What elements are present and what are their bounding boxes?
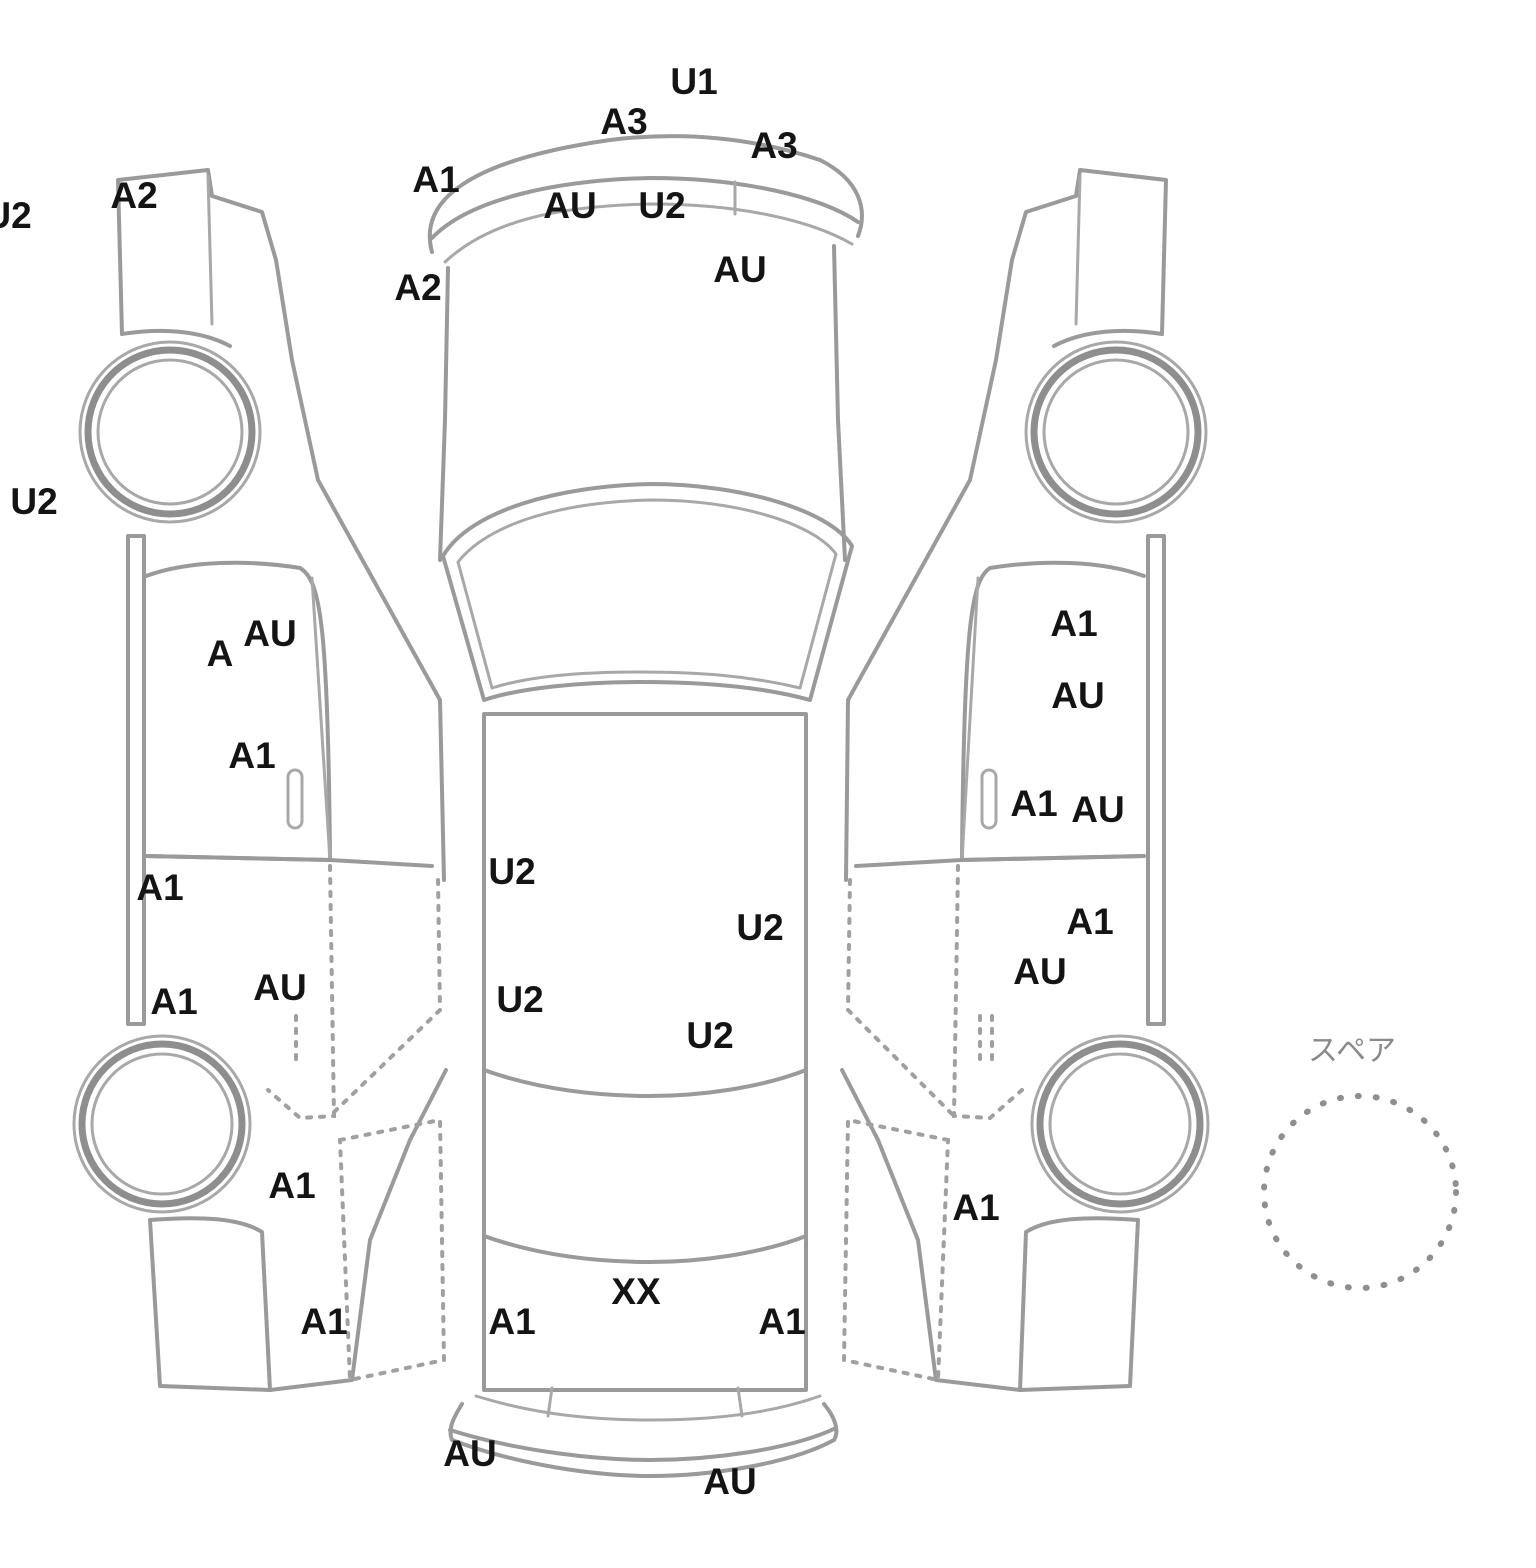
- right-front-door-handle: [980, 768, 998, 830]
- left-rear-door-line: [144, 854, 434, 868]
- damage-mark: AU: [243, 613, 296, 654]
- hood-left-side: [438, 266, 450, 562]
- damage-mark: AU: [1071, 789, 1124, 830]
- trunk-seam: [482, 1234, 808, 1264]
- damage-mark: A1: [136, 867, 183, 908]
- damage-mark: A1: [1010, 783, 1057, 824]
- right-front-fender-line: [1074, 174, 1082, 326]
- damage-mark: A3: [750, 125, 797, 166]
- damage-mark: U2: [736, 907, 783, 948]
- left-rear-dashed-panel: [337, 1117, 447, 1383]
- right-front-nose: [844, 168, 1168, 882]
- rear-bumper-divider-right: [736, 1386, 744, 1418]
- damage-mark: U2: [488, 851, 535, 892]
- damage-mark: AU: [443, 1433, 496, 1474]
- damage-mark: A1: [412, 159, 459, 200]
- right-rear-corner: [1018, 1216, 1140, 1392]
- damage-mark: U2: [686, 1015, 733, 1056]
- rear-bumper-top: [474, 1394, 822, 1422]
- spare-tire-icon: [1261, 1093, 1459, 1291]
- damage-mark: A1: [1050, 603, 1097, 644]
- damage-mark: U2: [0, 195, 32, 236]
- spare-label: スペア: [1308, 1034, 1396, 1069]
- damage-mark: AU: [1013, 951, 1066, 992]
- left-front-door: [144, 560, 332, 862]
- rear-bumper-lip: [448, 1426, 838, 1462]
- damage-mark: A2: [110, 175, 157, 216]
- car-top-view: [427, 134, 864, 1478]
- left-sill: [126, 534, 146, 1026]
- rear-bumper-divider-left: [546, 1386, 554, 1418]
- left-front-door-handle: [286, 768, 304, 830]
- right-front-arch: [1052, 328, 1164, 348]
- damage-mark: U2: [496, 979, 543, 1020]
- damage-mark: AU: [543, 185, 596, 226]
- car-right-side-view: [840, 168, 1168, 1392]
- front-bumper-lip: [430, 176, 860, 240]
- car-left-side-view: [116, 168, 448, 1392]
- left-door-glass-edge: [310, 576, 332, 862]
- right-front-door: [960, 560, 1146, 862]
- damage-mark: U2: [10, 481, 57, 522]
- left-front-nose: [116, 168, 446, 882]
- spare-tire: スペア: [1261, 1034, 1459, 1291]
- damage-mark: AU: [253, 967, 306, 1008]
- left-rear-quarter: [268, 1068, 448, 1392]
- wheel-left-rear: [72, 1034, 252, 1214]
- damage-mark: U2: [638, 185, 685, 226]
- damage-marks: U1 A3 A3 A1 AU U2 AU A2 U2 A2 U2 A AU A1…: [0, 61, 1125, 1502]
- damage-mark: A1: [150, 981, 197, 1022]
- damage-mark: A1: [228, 735, 275, 776]
- damage-mark: A1: [268, 1165, 315, 1206]
- roof-outline: [482, 712, 808, 1392]
- right-rear-quarter: [840, 1068, 1022, 1392]
- right-rear-door-dashed: [845, 864, 1024, 1121]
- windshield-inner: [456, 498, 838, 690]
- damage-mark: A: [207, 633, 234, 674]
- wheel-left-front: [78, 340, 262, 524]
- damage-mark: A1: [488, 1301, 535, 1342]
- front-grille-line: [443, 202, 854, 264]
- right-rear-door-line: [854, 854, 1146, 868]
- right-door-glass-edge: [960, 576, 980, 862]
- left-front-fender-line: [206, 174, 214, 326]
- left-front-arch: [120, 328, 232, 348]
- rear-bumper-outline: [448, 1402, 839, 1478]
- wheel-right-front: [1024, 340, 1208, 524]
- wheel-right-rear: [1030, 1034, 1210, 1214]
- damage-mark: A1: [1066, 901, 1113, 942]
- damage-mark: A1: [300, 1301, 347, 1342]
- damage-mark: XX: [611, 1271, 661, 1312]
- damage-mark: A1: [952, 1187, 999, 1228]
- damage-mark: A3: [600, 101, 647, 142]
- left-rear-corner: [148, 1216, 272, 1392]
- damage-mark: AU: [1051, 675, 1104, 716]
- front-bumper-outline: [427, 134, 864, 254]
- right-rear-door-handle: [978, 1014, 994, 1066]
- roof-seam: [482, 1068, 808, 1098]
- right-rear-dashed-panel: [841, 1117, 951, 1383]
- damage-mark: U1: [670, 61, 717, 102]
- damage-mark: A2: [394, 267, 441, 308]
- damage-mark: AU: [713, 249, 766, 290]
- damage-mark: AU: [703, 1461, 756, 1502]
- windshield-outer: [441, 482, 854, 702]
- left-rear-door-dashed: [266, 864, 443, 1121]
- hood-right-side: [832, 244, 847, 562]
- damage-mark: A1: [758, 1301, 805, 1342]
- right-sill: [1146, 534, 1166, 1026]
